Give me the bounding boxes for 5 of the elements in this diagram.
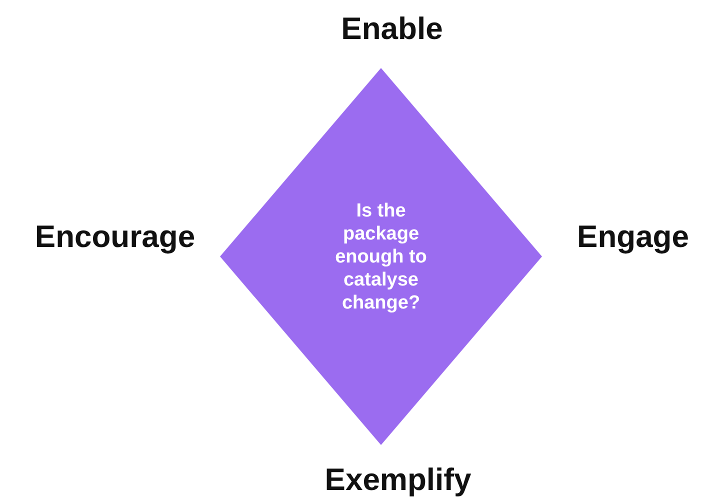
quadrant-label: Enable: [341, 11, 443, 47]
quadrant-label: Encourage: [34, 219, 196, 255]
question-text: Is the package enough to catalyse change?: [334, 199, 428, 314]
quadrant-label: Engage: [577, 219, 689, 255]
quadrant-label: Exemplify: [324, 462, 472, 498]
